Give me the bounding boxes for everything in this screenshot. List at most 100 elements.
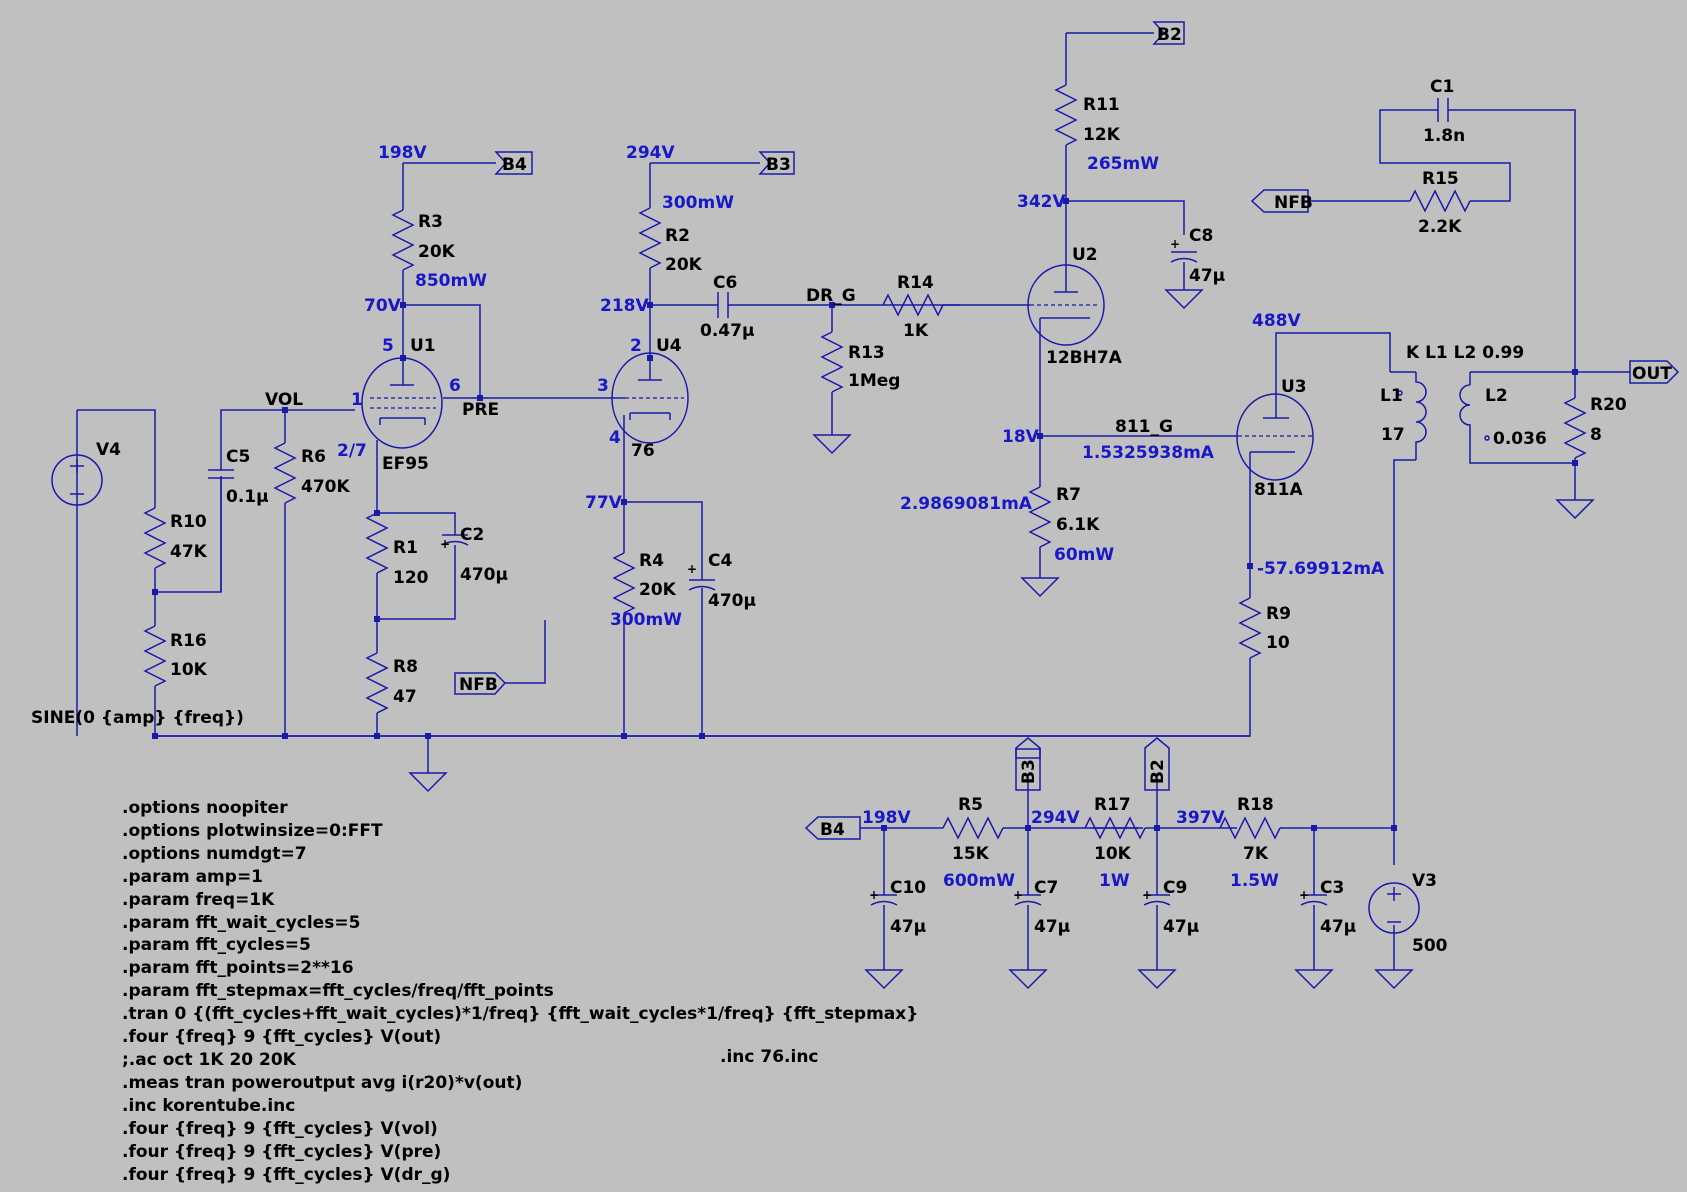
ref-l1: L1 [1380, 386, 1403, 406]
val-r5: 15K [952, 844, 990, 864]
voltage-198v-top: 198V [378, 143, 427, 163]
coupling-k: K L1 L2 0.99 [1406, 343, 1524, 363]
ref-c10: C10 [890, 878, 926, 898]
directive-line: .meas tran poweroutput avg i(r20)*v(out) [122, 1073, 522, 1093]
pin-6: 6 [449, 376, 461, 396]
voltage-397v: 397V [1176, 808, 1225, 828]
ref-u1: U1 [410, 336, 436, 356]
ref-u4: U4 [656, 336, 682, 356]
net-label-b3-top: B3 [766, 155, 791, 175]
val-r15: 2.2K [1418, 217, 1462, 237]
wires [76, 32, 1630, 970]
directive-line: .param amp=1 [122, 867, 263, 887]
directive-line: .param fft_stepmax=fft_cycles/freq/fft_p… [122, 981, 554, 1001]
pin-3: 3 [597, 376, 609, 396]
directive-line: .options numdgt=7 [122, 844, 307, 864]
current-r7: 2.9869081mA [900, 494, 1033, 514]
ref-r8: R8 [393, 657, 418, 677]
ref-r4: R4 [639, 551, 664, 571]
val-r6: 470K [301, 477, 350, 497]
ref-c4: C4 [708, 551, 732, 571]
inductors [1390, 371, 1471, 460]
tube-U1 [361, 348, 443, 449]
directive-line: .tran 0 {(fft_cycles+fft_wait_cycles)*1/… [122, 1004, 918, 1024]
ref-r3: R3 [418, 212, 443, 232]
svg-text:+: + [869, 888, 879, 902]
svg-text:+: + [1013, 888, 1023, 902]
ref-c6: C6 [713, 273, 737, 293]
ref-r14: R14 [897, 273, 934, 293]
pin-4: 4 [609, 428, 621, 448]
labels: B4 B3 B2 NFB OUT NFB B4 B3 B2 VOL PRE DR… [31, 25, 1672, 1067]
val-r20: 8 [1590, 425, 1602, 445]
resistors [144, 84, 1586, 839]
power-r3: 850mW [415, 271, 487, 291]
val-r10: 47K [170, 542, 208, 562]
source-V4 [51, 454, 103, 506]
net-label-b4-bottom: B4 [820, 820, 845, 840]
ref-r15: R15 [1422, 169, 1459, 189]
current-u2-811g: 1.5325938mA [1082, 443, 1215, 463]
val-c5: 0.1µ [226, 487, 269, 507]
net-label-nfb-right: NFB [1274, 193, 1313, 213]
val-r17: 10K [1094, 844, 1132, 864]
voltage-70v: 70V [364, 296, 402, 316]
val-v4: SINE(0 {amp} {freq}) [31, 708, 244, 728]
directive-line: .param fft_points=2**16 [122, 958, 354, 978]
voltage-294v-bottom: 294V [1031, 808, 1080, 828]
power-r18: 1.5W [1230, 871, 1279, 891]
val-c8: 47µ [1189, 266, 1225, 286]
directive-line: .param fft_wait_cycles=5 [122, 913, 360, 933]
ref-c7: C7 [1034, 878, 1058, 898]
voltage-218v: 218V [600, 296, 649, 316]
ref-c9: C9 [1163, 878, 1187, 898]
power-r5: 600mW [943, 871, 1015, 891]
spice-directives: .options noopiter .options plotwinsize=0… [122, 798, 918, 1185]
junctions [152, 198, 1578, 831]
ref-r6: R6 [301, 447, 326, 467]
val-c7: 47µ [1034, 917, 1070, 937]
val-c6: 0.47µ [700, 321, 754, 341]
val-r3: 20K [418, 242, 456, 262]
net-label-out: OUT [1632, 364, 1672, 384]
current-u3-cathode: -57.69912mA [1257, 559, 1385, 579]
directive-line: .four {freq} 9 {fft_cycles} V(dr_g) [122, 1165, 450, 1185]
ref-r7: R7 [1056, 485, 1081, 505]
cap-plus-marks: + + + + + + + [440, 237, 1309, 902]
pin-2-7: 2/7 [337, 441, 367, 461]
val-r13: 1Meg [848, 371, 900, 391]
val-u3: 811A [1254, 480, 1303, 500]
ref-r1: R1 [393, 538, 418, 558]
svg-text:+: + [687, 562, 697, 576]
val-r9: 10 [1266, 633, 1290, 653]
ref-r16: R16 [170, 631, 207, 651]
val-r14: 1K [903, 321, 929, 341]
ref-r17: R17 [1094, 795, 1131, 815]
val-r7: 6.1K [1056, 515, 1100, 535]
net-label-nfb-left: NFB [459, 675, 498, 695]
voltage-77v: 77V [585, 493, 623, 513]
voltage-488v: 488V [1252, 311, 1301, 331]
net-label-b2-top: B2 [1157, 25, 1182, 45]
directive-line: .four {freq} 9 {fft_cycles} V(vol) [122, 1119, 438, 1139]
val-c3: 47µ [1320, 917, 1356, 937]
val-c10: 47µ [890, 917, 926, 937]
val-r4: 20K [639, 580, 677, 600]
directive-line: .inc korentube.inc [122, 1096, 295, 1116]
power-r17: 1W [1099, 871, 1130, 891]
svg-text:+: + [1299, 888, 1309, 902]
pin-5: 5 [382, 336, 394, 356]
ref-r18: R18 [1237, 795, 1274, 815]
tube-U3 [1236, 393, 1314, 481]
ref-r13: R13 [848, 343, 885, 363]
power-r7: 60mW [1054, 545, 1114, 565]
net-label-811-g: 811_G [1115, 417, 1173, 437]
val-r18: 7K [1243, 844, 1269, 864]
val-c2: 470µ [460, 565, 508, 585]
net-label-vol: VOL [265, 390, 303, 410]
tube-U2 [1027, 264, 1105, 346]
voltage-198v-bottom: 198V [862, 808, 911, 828]
net-label-b4-top: B4 [502, 155, 527, 175]
power-r4: 300mW [610, 610, 682, 630]
power-r11: 265mW [1087, 154, 1159, 174]
